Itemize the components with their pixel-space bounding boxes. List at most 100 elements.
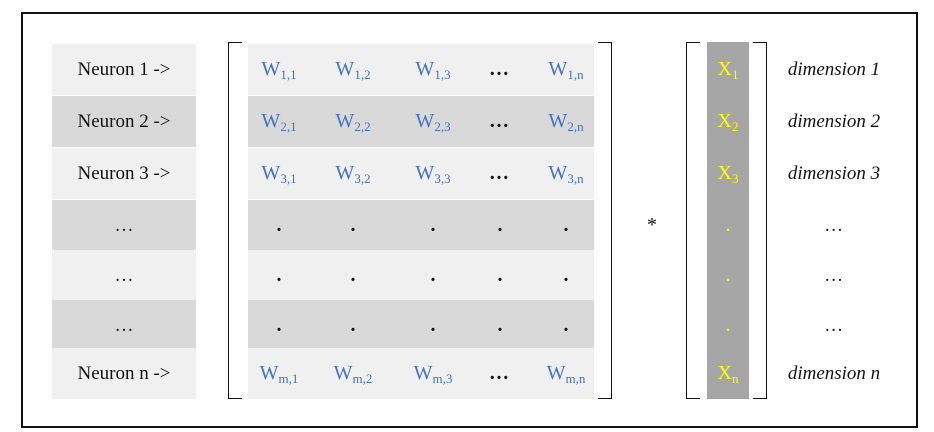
vector-dot: . [725,264,731,286]
weight-subscript: 3,3 [434,171,451,186]
neuron-label: … [114,265,134,286]
matrix-dot: . [276,214,282,236]
matrix-dot: . [276,264,282,286]
matrix-row-bg [248,148,594,199]
matrix-dot: . [563,314,569,336]
weight-subscript: m,1 [278,371,299,386]
weight-cell: W1,2 [322,44,384,95]
weight-cell: W2,n [530,96,602,147]
dimension-label: dimension 3 [787,163,881,184]
weight-cell: W3,n [530,148,602,199]
dimension-label: dimension 2 [787,111,881,132]
neuron-row-bg [52,148,196,199]
weight-cell: W2,3 [400,96,466,147]
weight-letter: W [335,162,355,184]
matrix-row-bg [248,200,594,251]
weight-cell: Wm,3 [400,348,466,399]
matrix-dot: . [563,264,569,286]
weight-letter: W [259,362,279,384]
weight-cell: Wm,2 [322,348,384,399]
weight-cell: W1,3 [400,44,466,95]
matrix-right-bracket [598,42,612,399]
vector-right-bracket [753,42,767,399]
neuron-row-bg [52,250,196,301]
weight-letter: W [548,162,568,184]
matrix-ellipsis: … [489,362,511,384]
weight-letter: W [335,110,355,132]
matrix-ellipsis: … [489,58,511,80]
vector-subscript: 2 [731,119,739,134]
weight-subscript: 3,2 [354,171,371,186]
weight-letter: W [261,110,281,132]
vector-dot: . [725,214,731,236]
weight-subscript: 2,1 [280,119,297,134]
weight-subscript: 2,2 [354,119,371,134]
weight-cell: W1,1 [248,44,310,95]
matrix-ellipsis: … [489,110,511,132]
diagram-frame [21,12,918,428]
matrix-dot: . [350,264,356,286]
weight-subscript: 3,1 [280,171,297,186]
vector-letter: X [717,362,732,384]
weight-subscript: 1,2 [354,67,371,82]
weight-letter: W [413,362,433,384]
dimension-label: dimension n [787,363,881,384]
weight-subscript: 1,n [567,67,584,82]
weight-letter: W [261,162,281,184]
vector-letter: X [717,162,732,184]
vector-element: X3 [707,148,749,199]
matrix-dot: . [350,214,356,236]
neuron-label: Neuron 1 -> [77,59,171,80]
vector-subscript: n [731,371,739,386]
matrix-row-bg [248,96,594,147]
weight-letter: W [415,110,435,132]
weight-letter: W [333,362,353,384]
weight-cell: W1,n [530,44,602,95]
vector-element: X1 [707,44,749,95]
neuron-row-bg [52,300,196,351]
weight-letter: W [415,162,435,184]
weight-letter: W [335,58,355,80]
dimension-label: … [825,315,843,336]
weight-subscript: m,n [565,371,586,386]
matrix-row-bg [248,250,594,301]
vector-subscript: 3 [731,171,739,186]
neuron-row-bg [52,348,196,399]
neuron-label: Neuron n -> [77,363,171,384]
dimension-label: … [825,265,843,286]
weight-cell: W2,2 [322,96,384,147]
weight-cell: W3,2 [322,148,384,199]
dimension-label: … [825,215,843,236]
weight-subscript: 3,n [567,171,584,186]
matrix-dot: . [276,314,282,336]
weight-cell: W3,1 [248,148,310,199]
matrix-dot: . [350,314,356,336]
neuron-row-bg [52,200,196,251]
weight-letter: W [415,58,435,80]
weight-letter: W [546,362,566,384]
weight-subscript: 1,3 [434,67,451,82]
vector-letter: X [717,110,732,132]
vector-element: Xn [707,348,749,399]
vector-dot: . [725,314,731,336]
vector-element: X2 [707,96,749,147]
weight-cell: Wm,1 [248,348,310,399]
weight-cell: W3,3 [400,148,466,199]
matrix-dot: . [430,264,436,286]
weight-letter: W [548,110,568,132]
matrix-row-bg [248,44,594,95]
neuron-label: … [114,215,134,236]
matrix-dot: . [430,214,436,236]
vector-left-bracket [686,42,700,399]
weight-cell: Wm,n [530,348,602,399]
matrix-dot: . [497,264,503,286]
weight-subscript: 1,1 [280,67,297,82]
matrix-left-bracket [228,42,242,399]
neuron-label: Neuron 3 -> [77,163,171,184]
weight-subscript: m,3 [432,371,453,386]
weight-cell: W2,1 [248,96,310,147]
vector-column-bg [707,42,749,399]
dimension-label: dimension 1 [787,59,881,80]
matrix-dot: . [430,314,436,336]
vector-subscript: 1 [731,67,739,82]
